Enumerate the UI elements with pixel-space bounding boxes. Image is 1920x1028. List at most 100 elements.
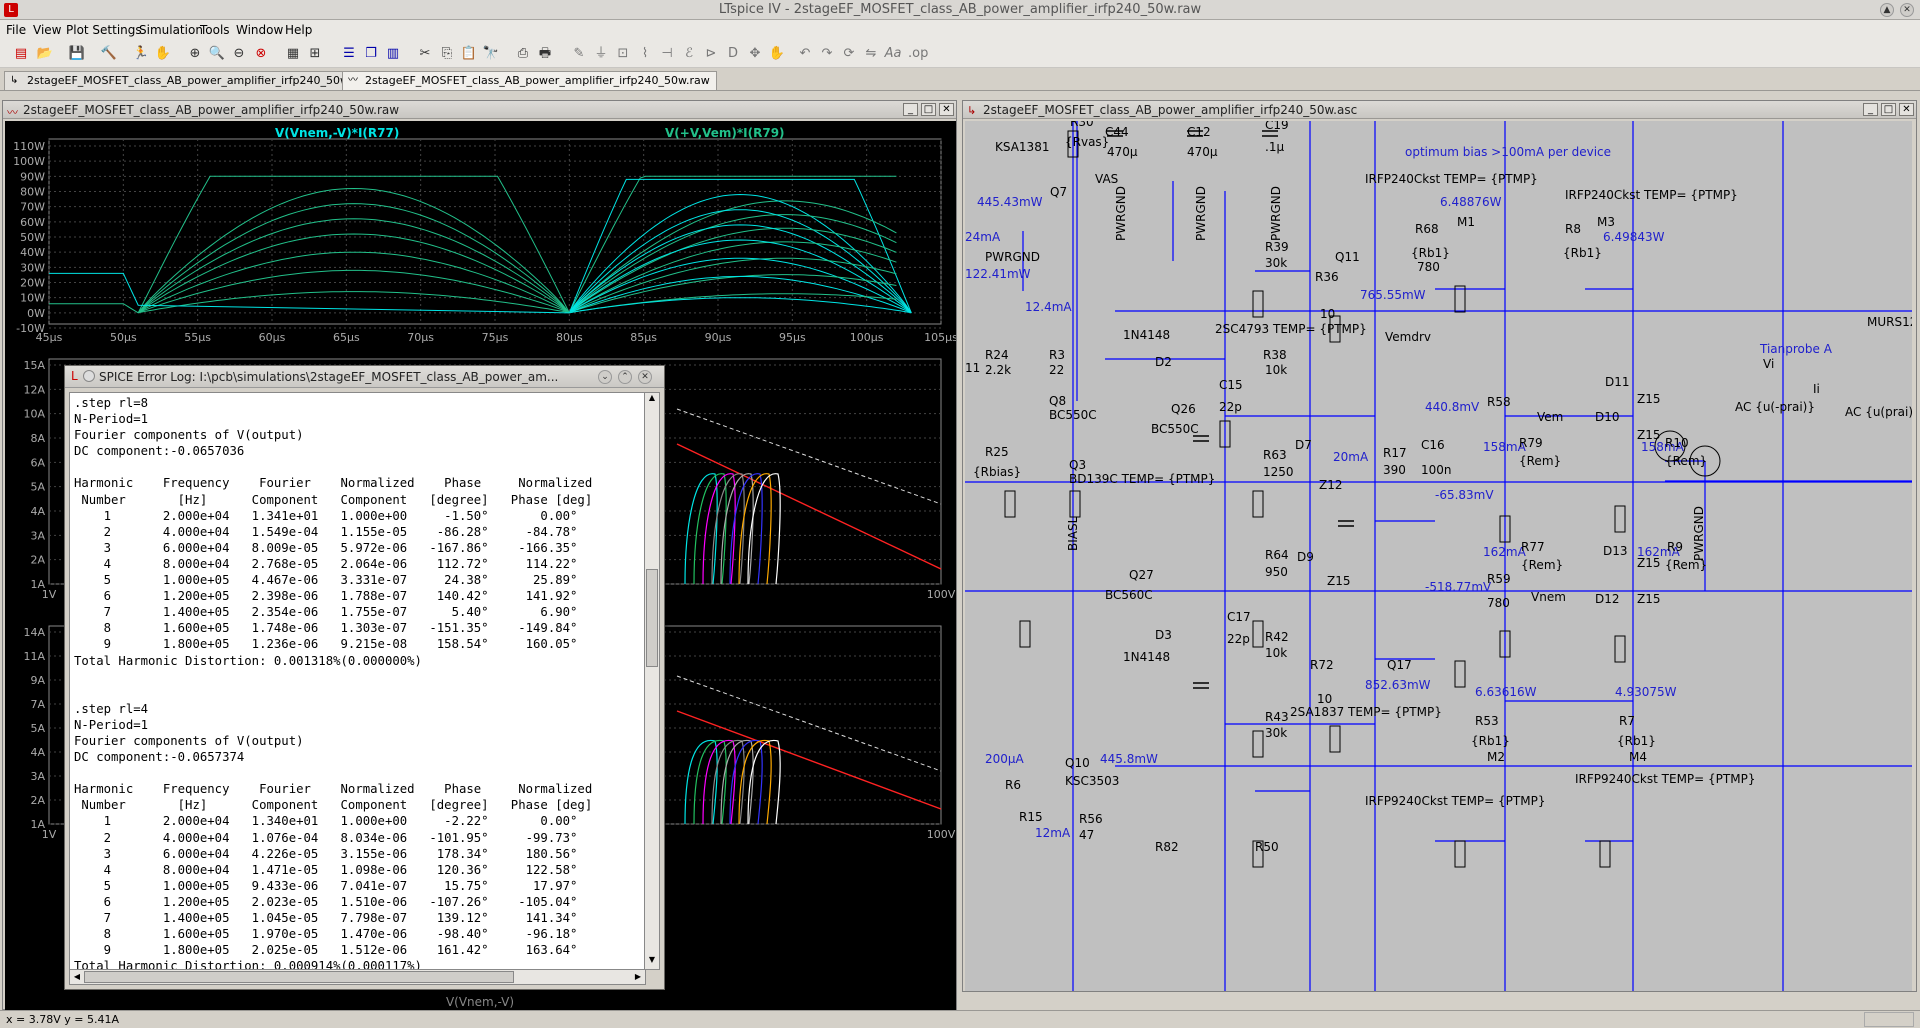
menu-file[interactable]: File [6,23,27,37]
pane-1-x-tick: 55µs [184,331,211,344]
schematic-label: 2SA1837 TEMP= {PTMP} [1290,705,1442,719]
scroll-up-arrow-icon[interactable]: ▲ [648,393,656,402]
error-log-close-button[interactable]: ✕ [638,370,652,384]
pane-1-y-tick-labels: 110W100W90W80W70W60W50W40W30W20W10W0W-10… [13,140,45,335]
text-icon[interactable]: Aa [884,46,902,61]
resistor-symbol [1599,840,1611,868]
schematic-label: 162mA [1483,545,1527,559]
copy-icon[interactable]: ⎘ [441,46,453,61]
resistor-icon[interactable]: ⌇ [641,46,649,61]
cut-icon[interactable]: ✂ [419,46,431,61]
ground-icon[interactable]: ⏚ [594,46,608,61]
component-icon[interactable]: D [727,46,738,61]
schematic-label: R15 [1019,810,1043,824]
error-log-minimize-button[interactable]: ⌄ [598,370,612,384]
schematic-label: {Rem} [1519,454,1561,468]
new-schematic-icon[interactable]: ▤ [14,46,28,61]
spice-directive-icon[interactable]: .op [908,46,929,61]
open-file-icon[interactable]: 📂 [36,46,54,61]
scroll-left-arrow-icon[interactable]: ◀ [73,972,81,981]
zoom-fit-icon[interactable]: ⊗ [255,46,267,61]
redo-icon[interactable]: ↷ [821,46,833,61]
run-simulation-icon[interactable]: 🏃 [132,46,150,61]
menu-tools[interactable]: Tools [200,23,230,37]
log-line: DC component:-0.0657374 [74,750,245,765]
schematic-label: Q10 [1065,756,1090,770]
green-trace-hump-b [568,214,897,314]
draw-wire-icon[interactable]: ✎ [573,46,585,61]
menu-simulation[interactable]: Simulation [139,23,203,37]
paste-icon[interactable]: 📋 [460,46,478,61]
pane-1-x-tick: 75µs [482,331,509,344]
schematic-label: {Rem} [1521,558,1563,572]
schematic-minimize-button[interactable]: _ [1863,103,1878,116]
spice-error-log-dialog: L SPICE Error Log: I:\pcb\simulations\2s… [64,365,665,990]
label-net-icon[interactable]: ⊡ [617,46,629,61]
schematic-label: 24mA [965,230,1001,244]
window-menu-icon[interactable] [83,370,95,382]
error-log-vertical-scrollbar[interactable]: ▲ ▼ [644,392,660,970]
log-pane-y-tick: 3A [30,770,45,783]
horizontal-scroll-thumb[interactable] [84,971,514,983]
undo-icon[interactable]: ↶ [799,46,811,61]
waveform-window-title: 2stageEF_MOSFET_class_AB_power_amplifier… [23,103,400,117]
schematic-maximize-button[interactable]: □ [1881,103,1896,116]
close-window-button[interactable]: ✕ [1900,3,1914,17]
move-icon[interactable]: ✥ [749,46,761,61]
rotate-icon[interactable]: ⟳ [843,46,855,61]
schematic-label: Vemdrv [1385,330,1431,344]
schematic-label: 20mA [1333,450,1369,464]
log-pane-y-tick: 8A [30,432,45,445]
halt-icon[interactable]: ✋ [154,46,172,61]
error-log-horizontal-scrollbar[interactable]: ◀ ▶ [69,969,646,985]
log-pane-y-tick: 1A [30,818,45,831]
menu-help[interactable]: Help [285,23,313,37]
print-icon[interactable]: 🖶 [538,46,552,61]
green-trace-baseline [49,303,139,314]
diode-icon[interactable]: ⊳ [705,46,717,61]
tab-waveform[interactable]: 〰2stageEF_MOSFET_class_AB_power_amplifie… [342,71,717,90]
cursor-coordinates: x = 3.78V y = 5.41A [6,1013,119,1026]
schematic-label: 445.43mW [977,195,1043,209]
schematic-label: R38 [1263,348,1287,362]
zoom-in-icon[interactable]: ⊕ [189,46,201,61]
waveform-close-button[interactable]: ✕ [939,103,954,116]
vertical-scroll-thumb[interactable] [646,569,658,667]
menu-window[interactable]: Window [236,23,284,37]
cyan-trace-hump [569,257,912,314]
minimize-window-button[interactable]: ▲ [1880,3,1894,17]
tab-schematic[interactable]: ↳2stageEF_MOSFET_class_AB_power_amplifie… [4,71,378,90]
menu-plot-settings[interactable]: Plot Settings [66,23,142,37]
resistor-symbol [1614,505,1626,533]
cursor-icon[interactable]: ⊞ [309,46,321,61]
pan-icon[interactable]: 🔍 [208,46,226,61]
autorange-icon[interactable]: ▦ [286,46,300,61]
waveform-minimize-button[interactable]: _ [903,103,918,116]
scroll-right-arrow-icon[interactable]: ▶ [634,972,642,981]
mirror-icon[interactable]: ⇋ [865,46,877,61]
schematic-label: 12mA [1035,826,1071,840]
print-preview-icon[interactable]: ⎙ [517,46,529,61]
menu-view[interactable]: View [33,23,62,37]
tile-horizontal-icon[interactable]: ☰ [343,46,355,61]
zoom-out-icon[interactable]: ⊖ [233,46,245,61]
cascade-icon[interactable]: ❐ [365,46,377,61]
schematic-label: {Rb1} [1411,246,1450,260]
schematic-label: VAS [1095,172,1118,186]
scroll-down-arrow-icon[interactable]: ▼ [648,955,656,964]
drag-icon[interactable]: ✋ [768,46,786,61]
waveform-maximize-button[interactable]: □ [921,103,936,116]
schematic-label: R68 [1415,222,1439,236]
control-panel-icon[interactable]: 🔨 [100,46,118,61]
schematic-close-button[interactable]: ✕ [1899,103,1914,116]
error-log-maximize-button[interactable]: ⌃ [618,370,632,384]
green-trace-hump-a [138,291,570,314]
find-icon[interactable]: 🔭 [482,46,500,61]
save-icon[interactable]: 💾 [68,46,86,61]
inductor-icon[interactable]: ℰ [685,46,693,61]
capacitor-icon[interactable]: ⊣ [661,46,673,61]
tile-vertical-icon[interactable]: ▥ [386,46,400,61]
